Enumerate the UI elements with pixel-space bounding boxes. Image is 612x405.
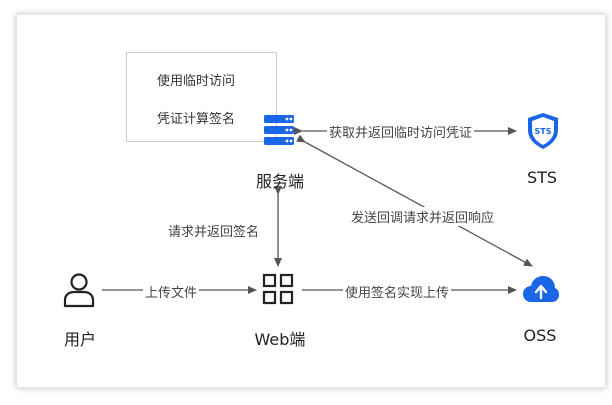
- note-line-2: 凭证计算签名: [157, 112, 236, 127]
- oss-label: OSS: [523, 326, 557, 345]
- edge-label-web-server: 请求并返回签名: [166, 221, 262, 240]
- note-box: 使用临时访问 凭证计算签名: [126, 52, 277, 142]
- server-label: 服务端: [255, 172, 304, 191]
- edge-label-user-web: 上传文件: [143, 282, 200, 301]
- edge-label-web-oss: 使用签名实现上传: [343, 282, 452, 301]
- sts-label: STS: [526, 168, 558, 187]
- note-line-1: 使用临时访问: [157, 74, 236, 89]
- user-icon: [63, 273, 95, 308]
- oss-cloud-upload-icon: [523, 276, 559, 302]
- web-grid-icon: [262, 273, 294, 305]
- server-icon: [264, 115, 294, 145]
- user-label: 用户: [63, 330, 96, 349]
- edge-label-oss-server: 发送回调请求并返回响应: [349, 207, 497, 226]
- web-label: Web端: [254, 330, 306, 349]
- edge-label-server-sts: 获取并返回临时访问凭证: [327, 122, 475, 141]
- sts-badge-text: STS: [535, 127, 552, 136]
- sts-shield-icon: STS: [528, 113, 558, 149]
- edge-oss-server: [296, 134, 533, 267]
